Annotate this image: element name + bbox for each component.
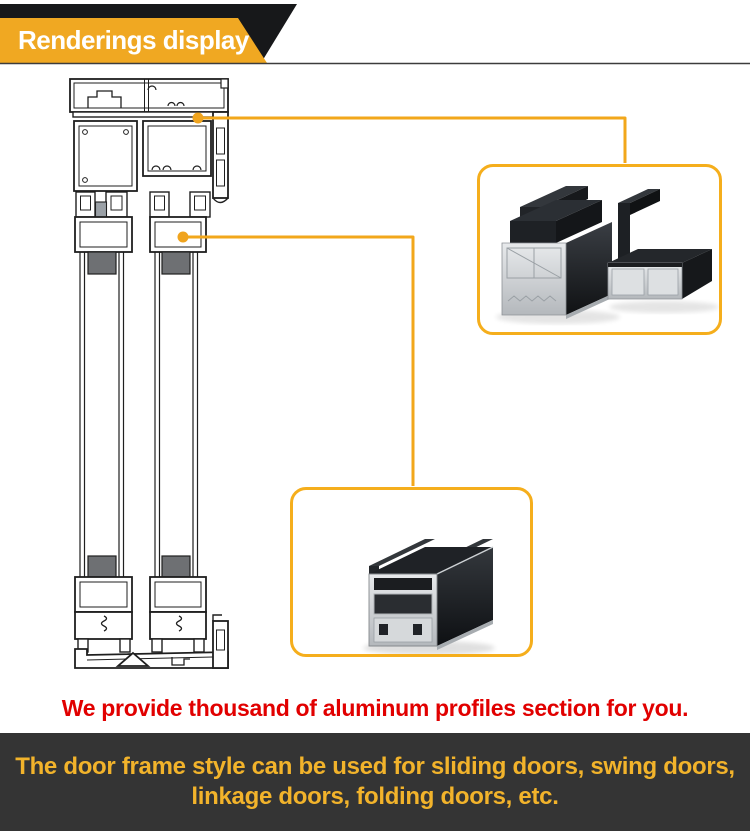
frame-profile-right-render: [607, 189, 719, 313]
callout-line-1: [198, 116, 627, 163]
footer-banner: The door frame style can be used for sli…: [0, 733, 750, 831]
interlock-block: [94, 201, 108, 219]
cad-linework: [69, 78, 229, 669]
product-image-frame-profiles: [496, 186, 719, 324]
header-ribbon-graphic: [0, 4, 750, 65]
caption-text: We provide thousand of aluminum profiles…: [61, 695, 689, 721]
footer-line-1: The door frame style can be used for sli…: [15, 753, 735, 780]
door-frame-cross-section-diagram: [69, 78, 229, 669]
gasket-top-left: [87, 251, 117, 275]
header-ribbon: [0, 18, 267, 63]
product-box-sash-profile: [290, 487, 533, 657]
gasket-bottom-left: [87, 555, 117, 578]
footer-line-2: linkage doors, folding doors, etc.: [191, 783, 559, 810]
glass-pane-lines: [79, 252, 199, 578]
page-title: Renderings display: [18, 25, 249, 55]
gasket-top-right: [161, 251, 191, 275]
gasket-bottom-right: [161, 555, 191, 578]
sash-profile-render: [363, 539, 495, 654]
product-box-frame-profiles: [477, 164, 722, 335]
product-image-sash-profile: [363, 539, 495, 654]
frame-profile-left-render: [496, 186, 620, 324]
